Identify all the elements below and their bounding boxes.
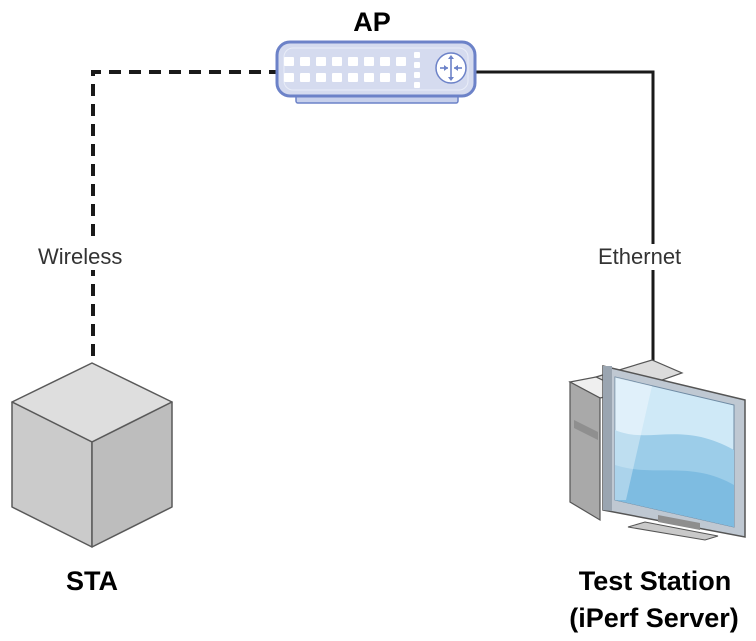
cube-icon[interactable]: [11, 362, 173, 548]
ethernet-link: [473, 70, 655, 362]
desktop-computer-icon[interactable]: [568, 359, 746, 541]
test-station-sublabel: (iPerf Server): [569, 603, 739, 633]
sta-label: STA: [66, 566, 118, 596]
wireless-link: [91, 70, 276, 356]
ap-label: AP: [353, 7, 391, 37]
wireless-link-label: Wireless: [36, 244, 125, 270]
test-station-label: Test Station: [578, 566, 732, 596]
router-icon[interactable]: [275, 40, 477, 104]
ethernet-link-label: Ethernet: [596, 244, 684, 270]
